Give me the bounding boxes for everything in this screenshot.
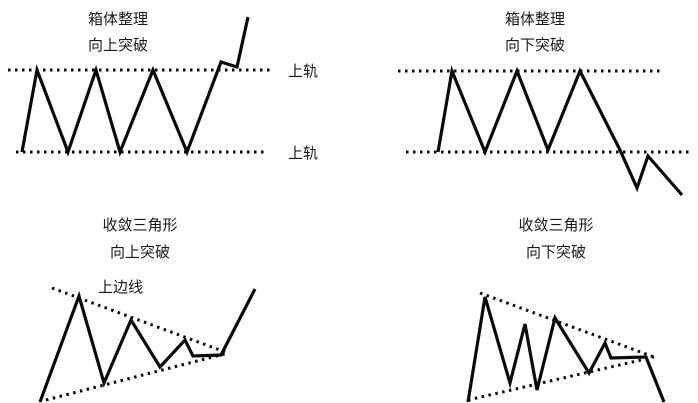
panel-title-line2: 向下突破 [526, 243, 586, 261]
lower-edge-line [467, 355, 655, 402]
upper-rail-label: 上轨 [288, 62, 318, 80]
panel-title-line2: 向上突破 [88, 36, 148, 54]
panel-title-line1: 箱体整理 [88, 10, 148, 28]
lower-rail-label: 上轨 [288, 144, 318, 162]
panel-box-breakout-down: 箱体整理 向下突破 [398, 10, 690, 197]
price-path [20, 16, 250, 157]
upper-edge-label: 上边线 [98, 278, 143, 296]
panel-title-line1: 收敛三角形 [518, 216, 593, 234]
price-path [38, 288, 257, 403]
panel-title-line2: 向上突破 [110, 243, 170, 261]
panel-box-breakout-up: 箱体整理 向上突破 上轨 上轨 [8, 10, 318, 162]
price-path [466, 296, 666, 403]
panel-title-line1: 收敛三角形 [102, 216, 177, 234]
upper-edge-line [479, 291, 655, 359]
lower-edge-line [45, 351, 229, 402]
panel-triangle-breakout-up: 收敛三角形 向上突破 上边线 [38, 216, 257, 403]
panel-title-line1: 箱体整理 [505, 10, 565, 28]
upper-edge-line [51, 286, 229, 355]
panel-title-line2: 向下突破 [505, 36, 565, 54]
panel-triangle-breakout-down: 收敛三角形 向下突破 [466, 216, 666, 403]
price-path [436, 65, 684, 197]
